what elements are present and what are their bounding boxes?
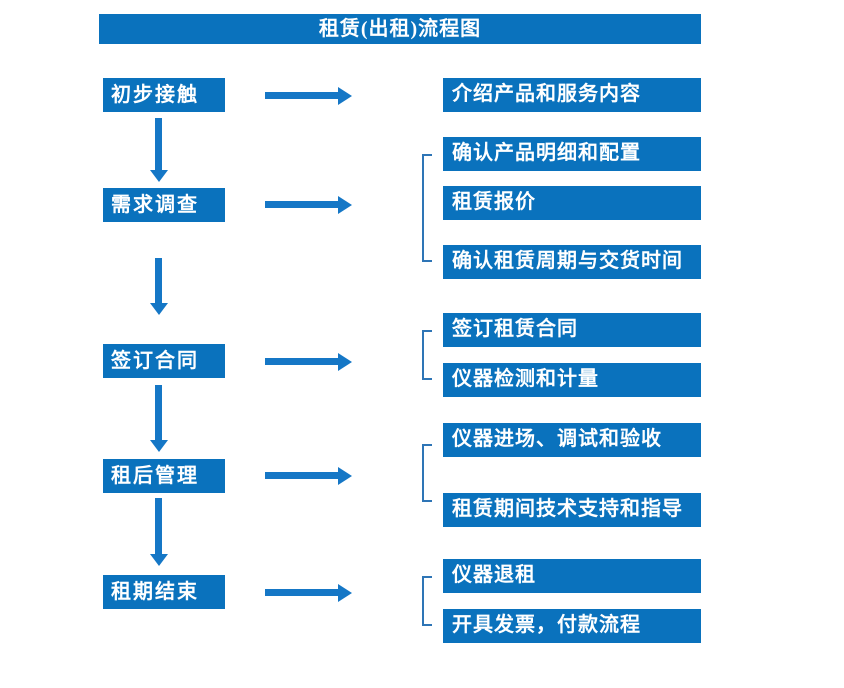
stage-box-demand-survey: 需求调查: [103, 188, 225, 222]
stage-box-rental-end: 租期结束: [103, 575, 225, 609]
stage-box-initial-contact: 初步接触: [103, 78, 225, 112]
step-box: 签订租赁合同: [443, 313, 701, 347]
stage-box-sign-contract: 签订合同: [103, 344, 225, 378]
step-box: 确认租赁周期与交货时间: [443, 245, 701, 279]
arrow-down-icon: [155, 385, 162, 440]
step-box: 租赁报价: [443, 186, 701, 220]
step-box: 仪器进场、调试和验收: [443, 423, 701, 457]
step-box: 开具发票，付款流程: [443, 609, 701, 643]
arrow-right-icon: [265, 589, 338, 596]
arrow-down-icon: [155, 258, 162, 303]
step-box: 仪器退租: [443, 559, 701, 593]
stage-box-post-rental-management: 租后管理: [103, 459, 225, 493]
step-box: 介绍产品和服务内容: [443, 78, 701, 112]
arrow-down-icon: [155, 498, 162, 554]
arrow-right-icon: [265, 358, 338, 365]
bracket-connector: [422, 154, 432, 262]
step-box: 租赁期间技术支持和指导: [443, 493, 701, 527]
flowchart-title: 租赁(出租)流程图: [99, 14, 701, 44]
arrow-right-icon: [265, 472, 338, 479]
arrow-down-icon: [155, 118, 162, 170]
bracket-connector: [422, 330, 432, 380]
arrow-right-icon: [265, 201, 338, 208]
step-box: 仪器检测和计量: [443, 363, 701, 397]
arrow-right-icon: [265, 92, 338, 99]
bracket-connector: [422, 576, 432, 626]
bracket-connector: [422, 444, 432, 502]
step-box: 确认产品明细和配置: [443, 137, 701, 171]
